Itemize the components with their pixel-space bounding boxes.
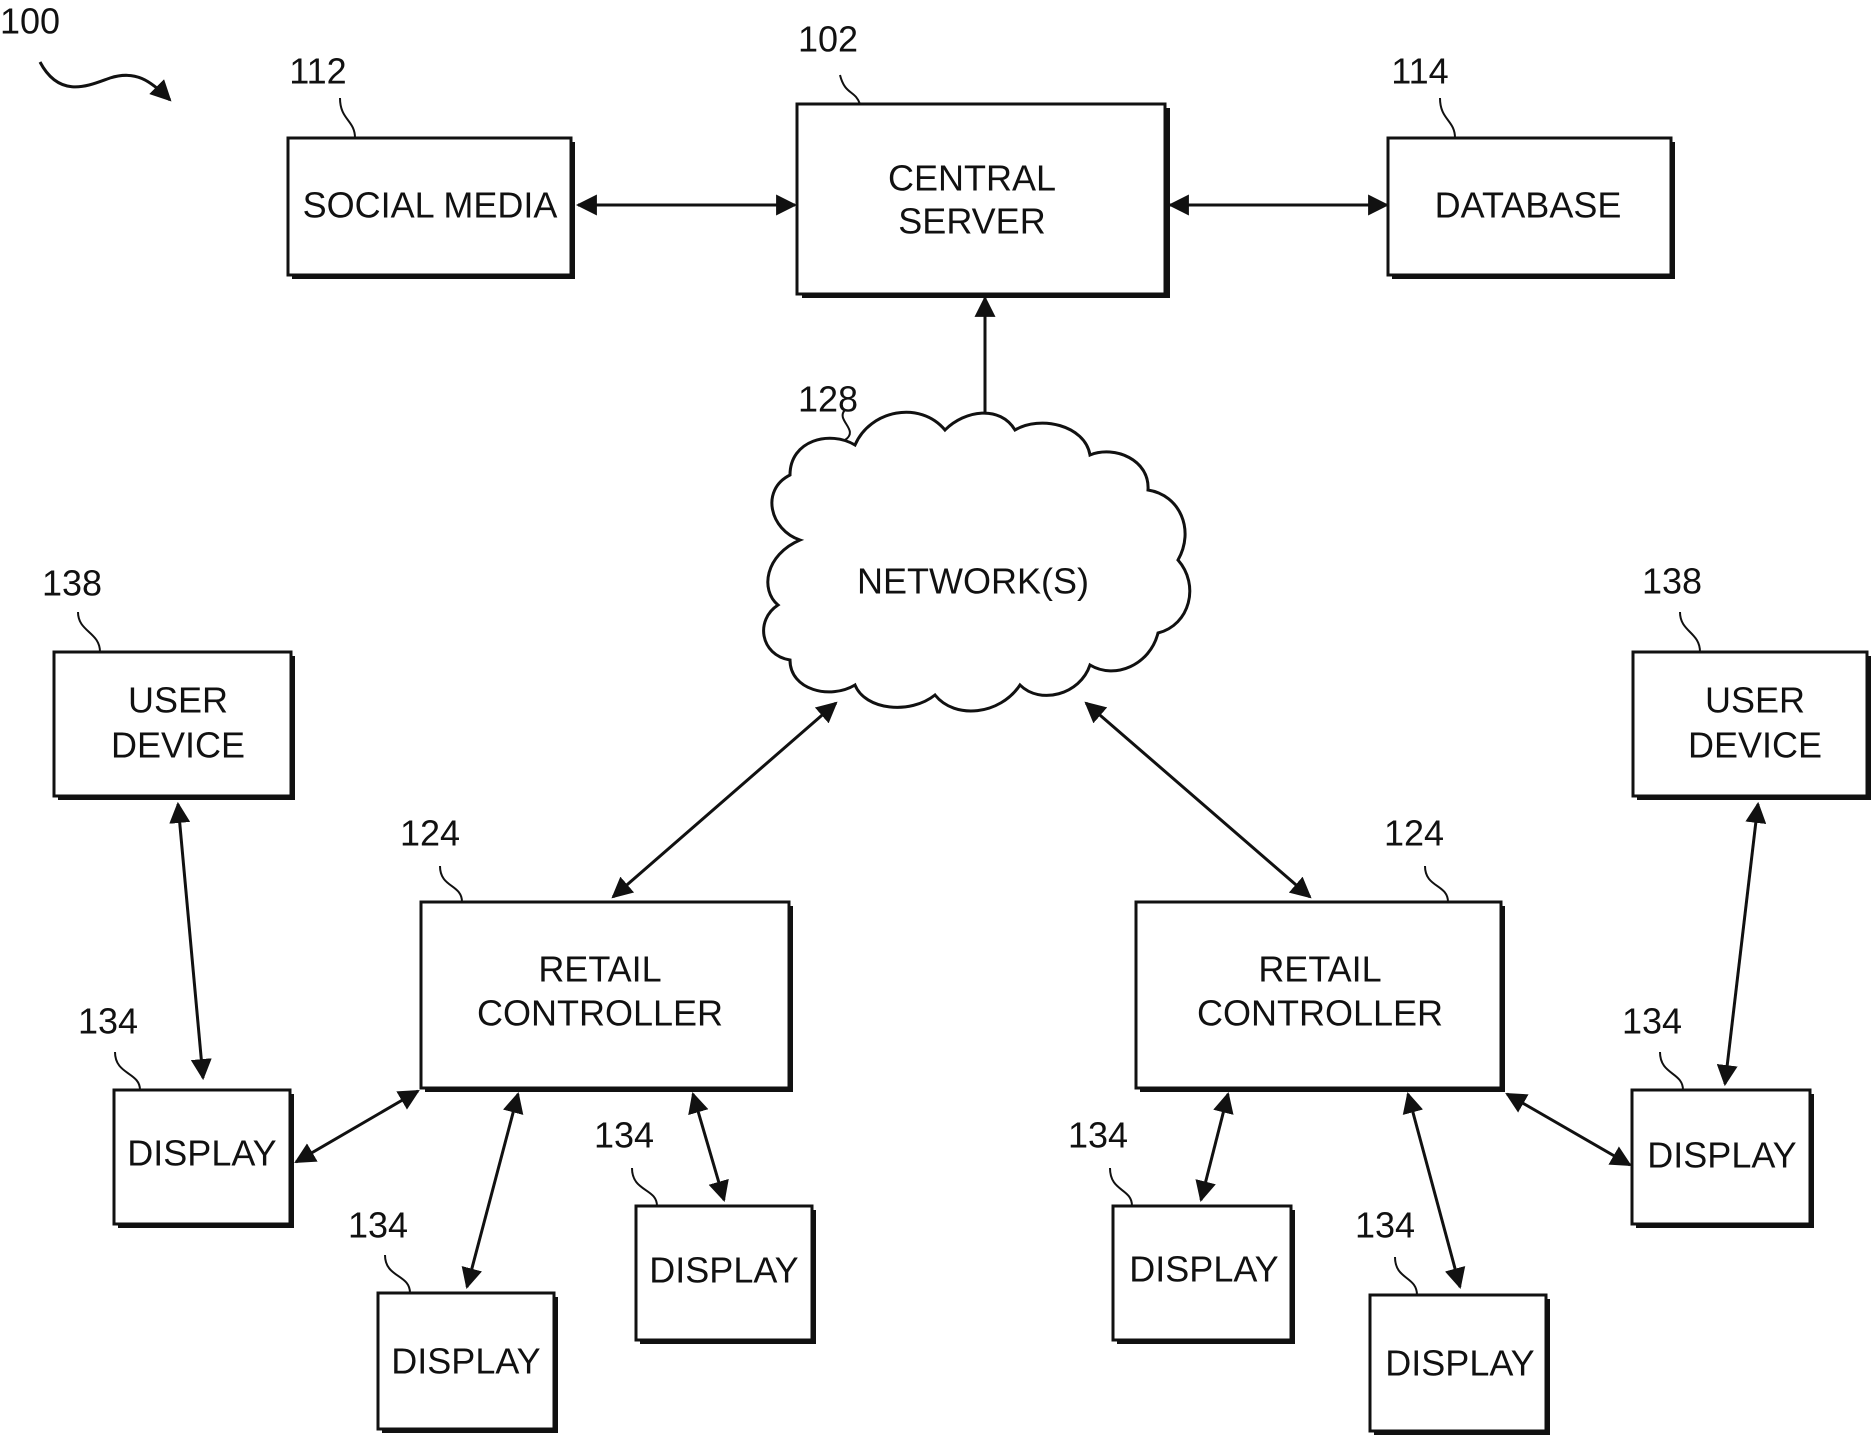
user-device-left-ref: 138 — [42, 563, 102, 604]
user-device-left-ref-lead — [77, 611, 101, 653]
figure-ref-arrow — [38, 61, 172, 102]
network-ref: 128 — [798, 379, 858, 420]
retail-controller-left-label-line2: CONTROLLER — [477, 993, 723, 1034]
edge-network-retail-right — [1084, 701, 1312, 899]
user-device-right-label-line1: USER — [1705, 680, 1805, 721]
display-r3-ref-lead — [1659, 1051, 1684, 1091]
database-node: DATABASE — [1386, 136, 1675, 279]
edge-network-retail-left — [611, 701, 838, 899]
retail-controller-left-ref-lead — [439, 865, 463, 903]
network-ref-lead — [841, 409, 851, 441]
database-ref-lead — [1439, 97, 1456, 139]
display-l2-ref-lead — [384, 1254, 411, 1294]
display-l1-label: DISPLAY — [127, 1133, 276, 1174]
social-media-label: SOCIAL MEDIA — [303, 185, 558, 226]
display-r3-node: DISPLAY — [1630, 1088, 1814, 1228]
database-label: DATABASE — [1435, 185, 1622, 226]
social-media-node: SOCIAL MEDIA — [286, 136, 575, 279]
user-device-left-node: USER DEVICE — [52, 650, 295, 800]
display-r3-ref: 134 — [1622, 1001, 1682, 1042]
edge-retail-left-display-l2 — [461, 1091, 524, 1290]
social-media-ref-lead — [339, 97, 356, 139]
edge-userdevice-left-display — [169, 801, 212, 1081]
central-server-label-line1: CENTRAL — [888, 158, 1056, 199]
display-r1-node: DISPLAY — [1111, 1204, 1295, 1344]
display-r2-ref: 134 — [1355, 1205, 1415, 1246]
user-device-right-node: USER DEVICE — [1631, 650, 1871, 800]
retail-controller-left-label-line1: RETAIL — [538, 949, 661, 990]
display-r2-node: DISPLAY — [1368, 1293, 1550, 1435]
user-device-right-label-line2: DEVICE — [1688, 725, 1822, 766]
retail-controller-left-ref: 124 — [400, 813, 460, 854]
cloud-shape — [762, 410, 1192, 713]
user-device-right-ref-lead — [1679, 611, 1701, 653]
social-media-ref: 112 — [289, 51, 346, 92]
display-r2-label: DISPLAY — [1385, 1343, 1534, 1384]
display-r3-label: DISPLAY — [1647, 1135, 1796, 1176]
retail-controller-right-node: RETAIL CONTROLLER — [1134, 900, 1505, 1092]
display-r1-ref-lead — [1109, 1167, 1133, 1207]
central-server-ref: 102 — [798, 19, 858, 60]
central-server-ref-lead — [839, 74, 861, 105]
retail-controller-right-label-line2: CONTROLLER — [1197, 993, 1443, 1034]
user-device-right-ref: 138 — [1642, 561, 1702, 602]
figure-ref-label: 100 — [0, 1, 60, 42]
retail-controller-right-ref: 124 — [1384, 813, 1444, 854]
display-l1-node: DISPLAY — [112, 1088, 294, 1228]
retail-controller-right-ref-lead — [1424, 865, 1449, 903]
display-l3-ref-lead — [631, 1167, 658, 1207]
display-l2-ref: 134 — [348, 1205, 408, 1246]
display-l2-node: DISPLAY — [376, 1291, 558, 1433]
user-device-left-label-line1: USER — [128, 680, 228, 721]
display-l3-node: DISPLAY — [634, 1204, 816, 1344]
display-l2-label: DISPLAY — [391, 1341, 540, 1382]
connectors — [169, 194, 1767, 1290]
user-device-left-label-line2: DEVICE — [111, 725, 245, 766]
display-r1-ref: 134 — [1068, 1115, 1128, 1156]
edge-retail-right-display-r1 — [1195, 1091, 1234, 1203]
network-cloud: NETWORK(S) — [762, 410, 1192, 713]
network-label: NETWORK(S) — [857, 561, 1089, 602]
edge-userdevice-right-display — [1716, 801, 1767, 1087]
retail-controller-left-node: RETAIL CONTROLLER — [419, 900, 793, 1092]
display-l3-ref: 134 — [594, 1115, 654, 1156]
edge-retail-right-display-r3 — [1505, 1092, 1632, 1167]
retail-controller-right-label-line1: RETAIL — [1258, 949, 1381, 990]
edge-retail-left-display-l1 — [294, 1089, 420, 1164]
database-ref: 114 — [1391, 51, 1448, 92]
display-r2-ref-lead — [1394, 1256, 1418, 1296]
display-r1-label: DISPLAY — [1129, 1249, 1278, 1290]
central-server-label-line2: SERVER — [898, 201, 1045, 242]
display-l1-ref: 134 — [78, 1001, 138, 1042]
edge-retail-left-display-l3 — [688, 1091, 729, 1203]
edge-retail-right-display-r2 — [1402, 1091, 1466, 1290]
central-server-node: CENTRAL SERVER — [795, 102, 1170, 298]
display-l1-ref-lead — [114, 1051, 141, 1091]
display-l3-label: DISPLAY — [649, 1250, 798, 1291]
